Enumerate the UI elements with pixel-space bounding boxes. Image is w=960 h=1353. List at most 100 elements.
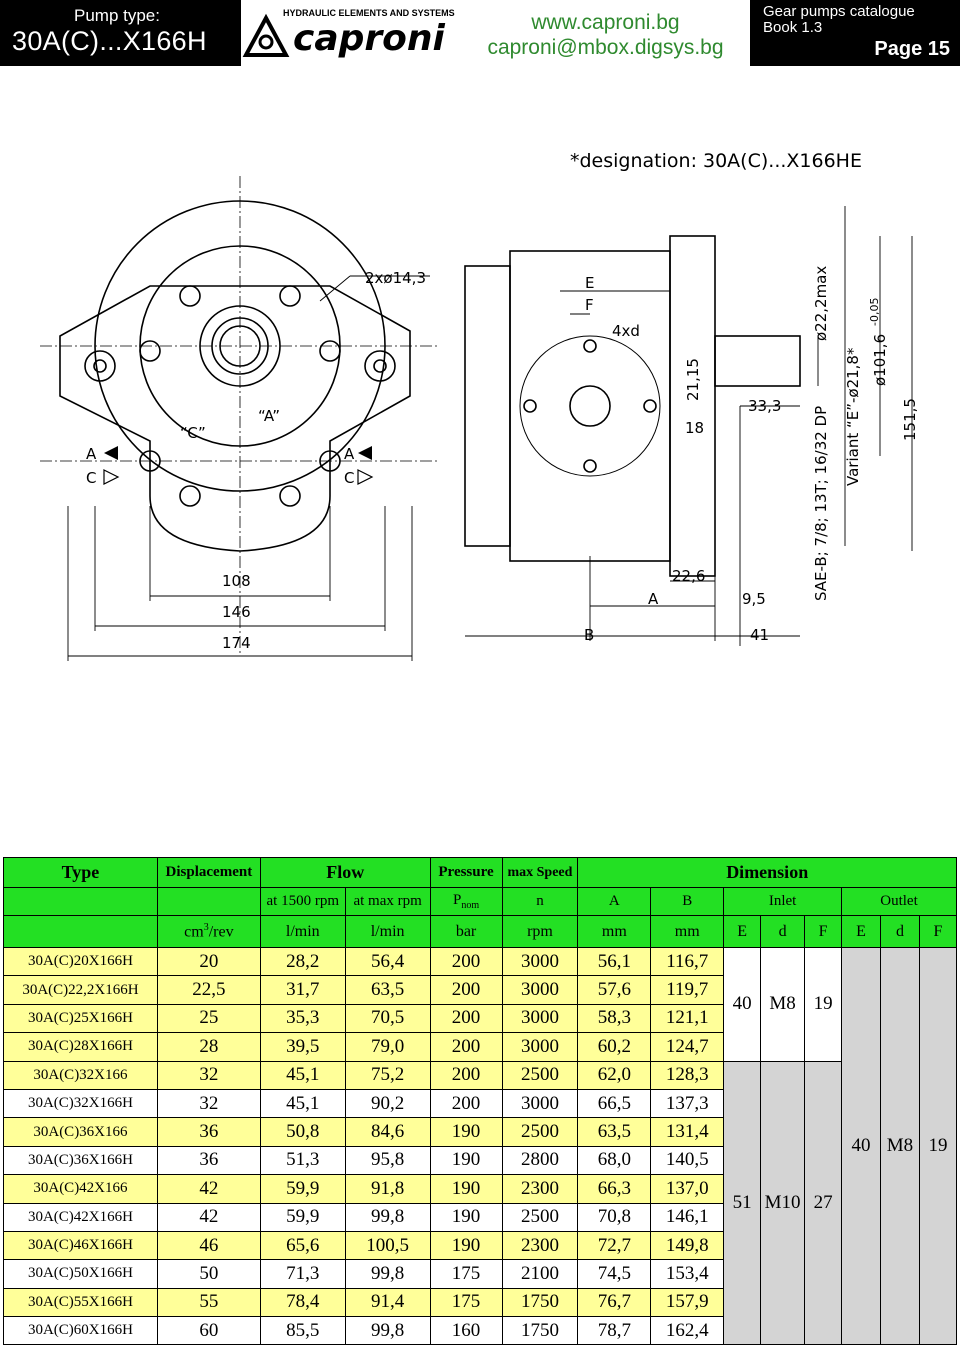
- cell-type: 30A(C)42X166: [3, 1174, 158, 1204]
- table-cell: 45,1: [259, 1060, 346, 1090]
- table-cell: 2800: [501, 1145, 579, 1176]
- table-cell: 162,4: [650, 1316, 725, 1346]
- table-cell: 42: [156, 1174, 261, 1204]
- col-at1500: at 1500 rpm: [259, 887, 346, 916]
- dim-22-6: 22,6: [672, 567, 705, 585]
- table-cell: 22,5: [156, 975, 261, 1005]
- table-cell: 200: [429, 1060, 503, 1090]
- port-a-left-arrow-icon: [104, 446, 118, 460]
- table-cell: 59,9: [259, 1202, 346, 1232]
- cell-type: 30A(C)20X166H: [3, 946, 158, 977]
- table-cell: 2300: [501, 1230, 579, 1261]
- cell-type: 30A(C)32X166: [3, 1060, 158, 1090]
- table-cell: 65,6: [259, 1230, 346, 1261]
- col-b: B: [650, 887, 725, 916]
- pump-technical-drawing: 2xø14,3 “C” “A” A C A C 108 146 174 E F …: [40, 176, 919, 661]
- table-cell: 71,3: [259, 1259, 346, 1289]
- table-cell: 59,9: [259, 1174, 346, 1204]
- logo-wordmark: caproni: [293, 18, 446, 59]
- contact-box: www.caproni.bg caproni@mbox.digsys.bg: [461, 0, 750, 66]
- table-cell: 46: [156, 1230, 261, 1261]
- table-cell: 1750: [501, 1287, 579, 1318]
- dim-a: A: [648, 590, 659, 608]
- table-cell: 50,8: [259, 1117, 346, 1147]
- col-outlet: Outlet: [841, 887, 957, 916]
- table-cell: 116,7: [650, 946, 725, 977]
- designation-note: *designation: 30A(C)...X166HE: [570, 150, 862, 172]
- col-a: A: [577, 887, 652, 916]
- outlet-f-header: F: [918, 915, 958, 948]
- table-cell: 76,7: [577, 1287, 652, 1318]
- table-cell: 200: [429, 975, 503, 1005]
- outlet-f: 19: [918, 946, 958, 1346]
- table-cell: 100,5: [344, 1230, 431, 1261]
- table-cell: 35,3: [259, 1003, 346, 1034]
- side-shaft: [714, 335, 801, 387]
- col-inlet: Inlet: [723, 887, 843, 916]
- table-cell: 1750: [501, 1316, 579, 1346]
- table-cell: 85,5: [259, 1316, 346, 1346]
- table-cell: 99,8: [344, 1259, 431, 1289]
- cell-type: 30A(C)25X166H: [3, 1003, 158, 1034]
- port-a-right-label: A: [344, 445, 355, 463]
- table-cell: 190: [429, 1230, 503, 1261]
- website-link[interactable]: www.caproni.bg: [531, 11, 680, 34]
- rotation-c-label: “C”: [180, 424, 206, 442]
- dim-41: 41: [750, 626, 769, 644]
- dim-f: F: [585, 296, 594, 314]
- table-cell: 36: [156, 1117, 261, 1147]
- table-cell: 175: [429, 1259, 503, 1289]
- table-cell: 128,3: [650, 1060, 725, 1090]
- table-cell: 121,1: [650, 1003, 725, 1034]
- inlet-d-header: d: [760, 915, 806, 948]
- table-cell: 2100: [501, 1259, 579, 1289]
- email-link[interactable]: caproni@mbox.digsys.bg: [487, 36, 724, 59]
- table-cell: 200: [429, 1032, 503, 1062]
- table-cell: 42: [156, 1202, 261, 1232]
- dim-4xd: 4xd: [612, 322, 640, 340]
- side-flange: [464, 265, 511, 547]
- port-c-right-label: C: [344, 469, 354, 487]
- cell-type: 30A(C)36X166H: [3, 1145, 158, 1176]
- variant-e: Variant “E”-ø21,8*: [844, 347, 862, 486]
- table-cell: 2500: [501, 1117, 579, 1147]
- col-n: n: [501, 887, 579, 916]
- table-cell: 190: [429, 1174, 503, 1204]
- table-cell: 3000: [501, 1003, 579, 1034]
- inlet-group1-f: 19: [804, 947, 843, 1062]
- dim-174: 174: [222, 634, 251, 652]
- col-atmax: at max rpm: [344, 887, 431, 916]
- table-cell: 146,1: [650, 1202, 725, 1232]
- table-cell: 200: [429, 1003, 503, 1034]
- inlet-group1-d: M8: [760, 947, 806, 1062]
- col-type: Type: [3, 857, 158, 888]
- table-cell: 3000: [501, 1088, 579, 1119]
- table-cell: 2300: [501, 1174, 579, 1204]
- table-cell: 25: [156, 1003, 261, 1034]
- table-cell: 63,5: [344, 975, 431, 1005]
- outlet-e: 40: [841, 946, 881, 1346]
- table-cell: 56,4: [344, 946, 431, 977]
- table-cell: 160: [429, 1316, 503, 1346]
- table-cell: 95,8: [344, 1145, 431, 1176]
- side-cover: [669, 235, 716, 577]
- table-cell: 79,0: [344, 1032, 431, 1062]
- page-number: Page 15: [874, 38, 950, 60]
- table-cell: 66,5: [577, 1088, 652, 1119]
- table-cell: 3000: [501, 946, 579, 977]
- table-cell: 74,5: [577, 1259, 652, 1289]
- table-cell: 137,3: [650, 1088, 725, 1119]
- dim-18: 18: [685, 419, 704, 437]
- catalogue-box: Gear pumps catalogue Book 1.3 Page 15: [750, 0, 960, 66]
- dim-33-3: 33,3: [748, 397, 781, 415]
- pump-model: 30A(C)...X166H: [12, 26, 207, 56]
- table-cell: 56,1: [577, 946, 652, 977]
